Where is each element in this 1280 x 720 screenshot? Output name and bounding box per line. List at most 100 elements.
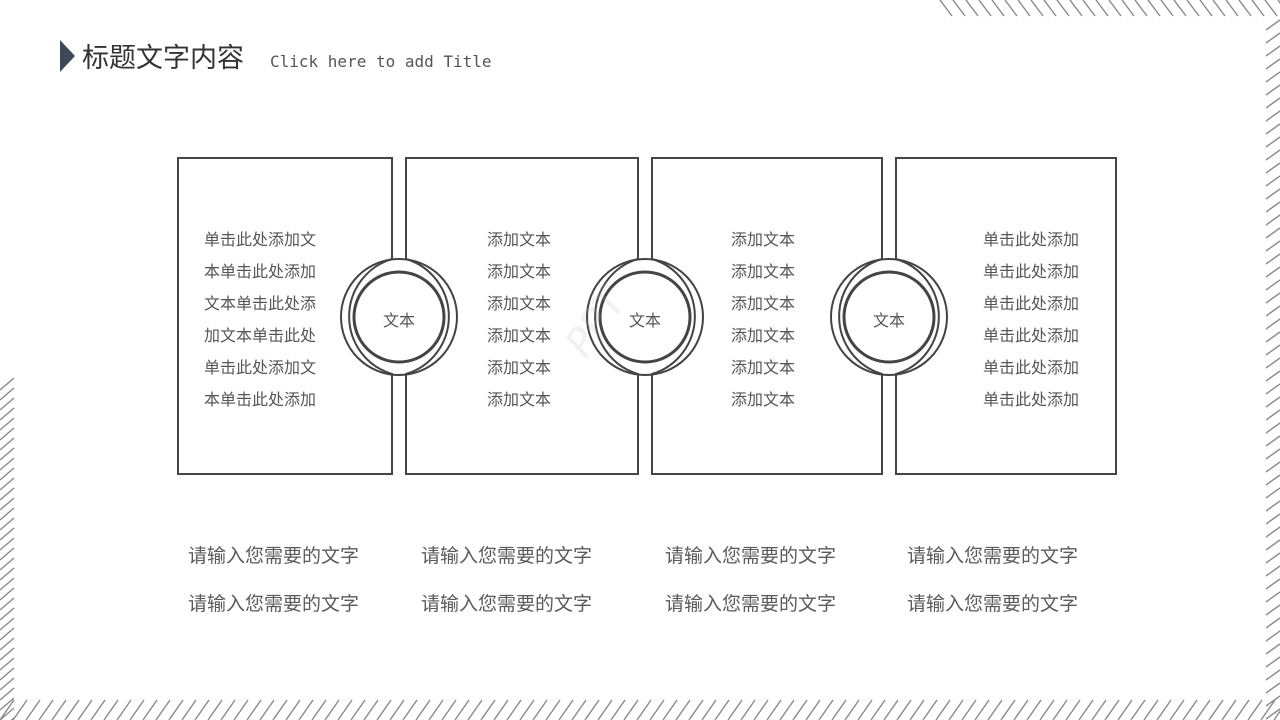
page-title: 标题文字内容 (82, 43, 244, 74)
stripe-line (675, 699, 691, 720)
page-subtitle: Click here to add Title (270, 52, 492, 71)
stripe-line (77, 699, 93, 720)
stripe-line (0, 477, 15, 491)
stripe-line (1082, 0, 1096, 17)
stripe-line (779, 699, 795, 720)
stripe-line (0, 467, 15, 481)
stripe-line (428, 699, 444, 720)
stripe-line (1265, 669, 1280, 681)
stripe-line (1199, 0, 1213, 17)
stripe-line (545, 699, 561, 720)
box-2-outline (405, 157, 639, 475)
stripe-line (1265, 409, 1280, 421)
stripe-line (1134, 0, 1148, 17)
stripe-line (168, 699, 184, 720)
stripe-line (857, 699, 873, 720)
stripe-line (259, 699, 275, 720)
stripe-line (922, 699, 938, 720)
stripe-line (1147, 0, 1161, 17)
box-1-text: 单击此处添加文 本单击此处添加 文本单击此处添 加文本单击此处 单击此处添加文 … (204, 224, 316, 416)
stripe-line (1104, 699, 1120, 720)
stripe-line (1265, 58, 1280, 70)
stripe-line (1265, 695, 1280, 707)
stripe-line (0, 427, 15, 441)
stripe-line (194, 699, 210, 720)
stripe-line (1238, 0, 1252, 17)
caption-4: 请输入您需要的文字 请输入您需要的文字 (907, 532, 1078, 628)
caption-line: 请输入您需要的文字 (907, 593, 1079, 615)
stripe-line (1208, 699, 1224, 720)
box-text-line: 单击此处添加 (983, 390, 1080, 409)
circle-2-ring-inner (598, 270, 692, 364)
stripe-line (753, 699, 769, 720)
stripe-line (1265, 370, 1280, 382)
stripe-line (1234, 699, 1250, 720)
stripe-line (1265, 279, 1280, 291)
stripe-line (1143, 699, 1159, 720)
stripe-line (1121, 0, 1135, 17)
stripe-line (883, 699, 899, 720)
stripe-line (714, 699, 730, 720)
stripe-line (1091, 699, 1107, 720)
box-text-line: 添加文本 (487, 230, 552, 249)
stripe-line (1265, 500, 1280, 512)
box-text-line: 添加文本 (487, 294, 552, 313)
box-1-outline (177, 157, 393, 475)
stripe-line (1265, 630, 1280, 642)
stripe-line (1117, 699, 1133, 720)
box-text-line: 文本单击此处添 (204, 294, 317, 313)
circle-2-ring-outer (586, 258, 704, 376)
stripe-line (1265, 708, 1280, 720)
stripe-line (0, 437, 15, 451)
caption-line: 请输入您需要的文字 (665, 545, 837, 567)
stripe-line (1265, 331, 1280, 343)
stripe-line (952, 0, 966, 17)
stripe-line (1173, 0, 1187, 17)
stripe-line (766, 699, 782, 720)
stripe-line (0, 637, 15, 651)
stripe-line (1265, 591, 1280, 603)
stripe-line (740, 699, 756, 720)
stripe-line (0, 567, 15, 581)
stripe-line (1265, 422, 1280, 434)
stripe-line (1052, 699, 1068, 720)
stripe-line (1265, 136, 1280, 148)
stripe-line (1186, 0, 1200, 17)
box-text-line: 添加文本 (487, 262, 552, 281)
box-text-line: 添加文本 (731, 390, 796, 409)
stripe-line (1265, 123, 1280, 135)
stripe-line (38, 699, 54, 720)
stripe-line (389, 699, 405, 720)
stripe-line (727, 699, 743, 720)
caption-line: 请输入您需要的文字 (665, 593, 837, 615)
circle-1-ring-outer (340, 258, 458, 376)
box-text-line: 添加文本 (731, 262, 796, 281)
stripe-line (0, 607, 15, 621)
stripe-line (1251, 0, 1265, 17)
box-text-line: 添加文本 (487, 326, 552, 345)
stripe-line (1265, 214, 1280, 226)
caption-1: 请输入您需要的文字 请输入您需要的文字 (188, 532, 359, 628)
stripe-line (1265, 448, 1280, 460)
stripe-line (0, 537, 15, 551)
circle-3-ring-outer (830, 258, 948, 376)
stripe-line (948, 699, 964, 720)
stripe-line (1265, 149, 1280, 161)
stripe-line (0, 597, 15, 611)
stripe-line (1265, 565, 1280, 577)
stripe-line (1265, 318, 1280, 330)
stripe-line (1265, 357, 1280, 369)
stripe-line (610, 699, 626, 720)
stripe-line (1265, 539, 1280, 551)
stripe-line (1265, 71, 1280, 83)
stripe-line (0, 387, 15, 401)
caption-line: 请输入您需要的文字 (421, 593, 593, 615)
stripe-line (1265, 45, 1280, 57)
stripe-line (285, 699, 301, 720)
stripe-line (1265, 188, 1280, 200)
stripe-line (12, 699, 28, 720)
stripe-line (662, 699, 678, 720)
stripe-line (493, 699, 509, 720)
stripe-line (90, 699, 106, 720)
